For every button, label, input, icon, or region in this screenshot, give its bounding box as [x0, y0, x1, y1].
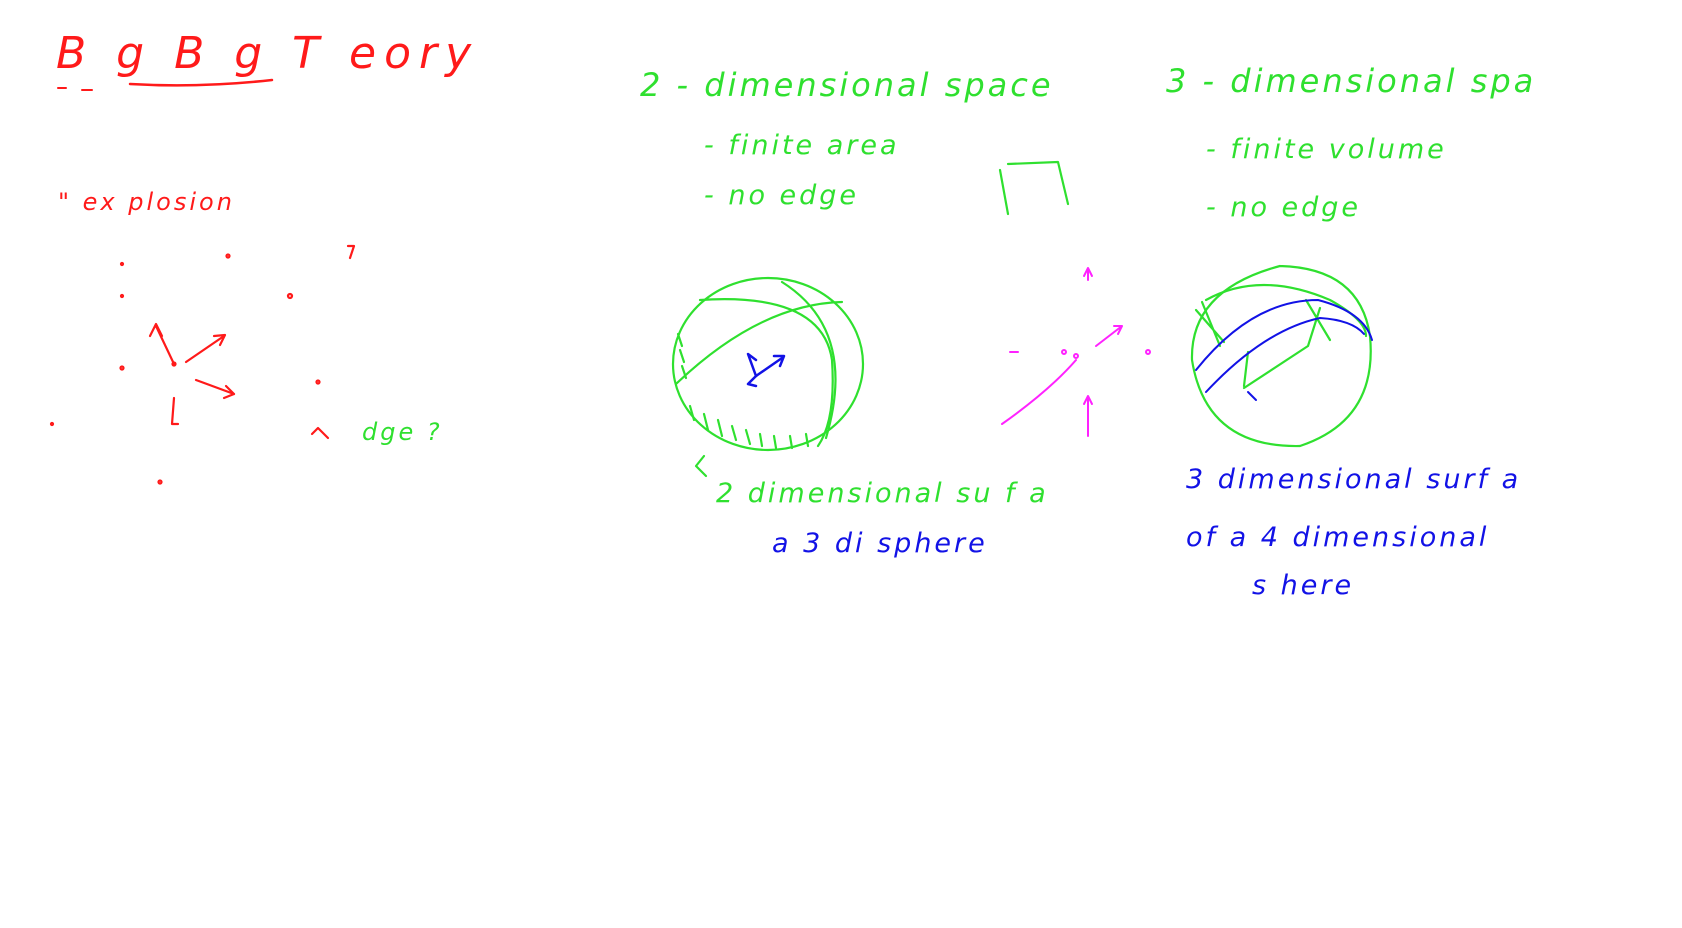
- two-d-heading: 2 - dimensional space: [640, 66, 1054, 104]
- three-d-caption-line-1: 3 dimensional surf a: [1186, 464, 1522, 495]
- three-d-heading: 3 - dimensional spa: [1166, 62, 1537, 100]
- two-d-bullet-finite-area: - finite area: [704, 130, 900, 161]
- three-d-bullet-finite-volume: - finite volume: [1206, 134, 1447, 165]
- edge-question: dge ?: [362, 418, 443, 446]
- three-d-caption-line-3: s here: [1252, 570, 1355, 601]
- two-d-bullet-no-edge: - no edge: [704, 180, 860, 211]
- three-d-caption-line-2: of a 4 dimensional: [1186, 522, 1490, 553]
- three-d-bullet-no-edge: - no edge: [1206, 192, 1362, 223]
- two-d-caption-line-1: 2 dimensional su f a: [716, 478, 1049, 509]
- two-d-caption-line-2: a 3 di sphere: [772, 528, 988, 559]
- explosion-label: " ex plosion: [58, 188, 235, 216]
- page-title: B g B g T eory: [56, 28, 480, 79]
